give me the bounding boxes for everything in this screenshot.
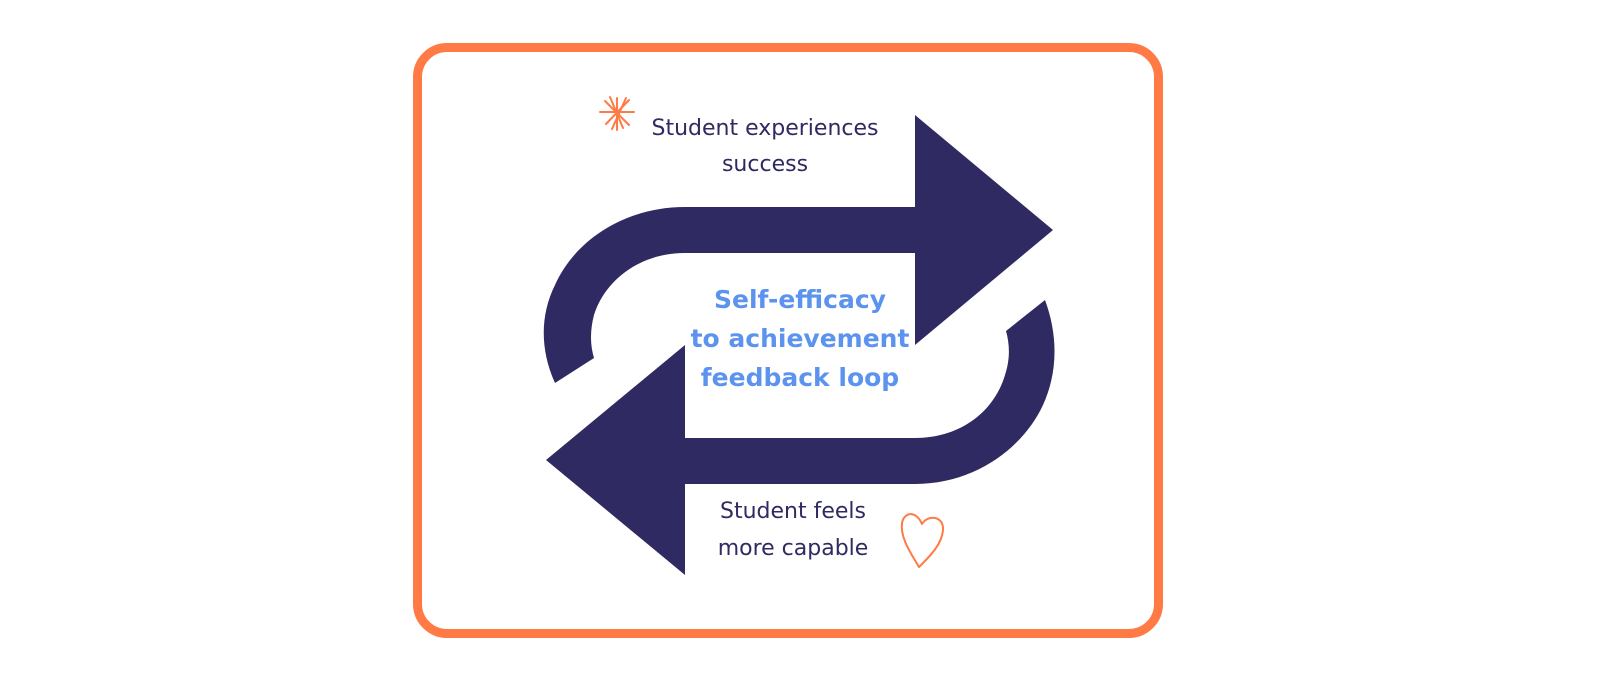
loop-title-line-3: feedback loop bbox=[700, 363, 900, 392]
top-label-line-1: Student experiences bbox=[651, 116, 879, 141]
sparkle-icon bbox=[599, 96, 635, 131]
bottom-label-line-1: Student feels bbox=[720, 499, 866, 524]
top-stage-label: Student experiences success bbox=[620, 111, 910, 183]
loop-title-line-1: Self-efficacy bbox=[714, 285, 886, 314]
loop-title: Self-efficacy to achievement feedback lo… bbox=[655, 280, 945, 397]
top-label-line-2: success bbox=[721, 152, 809, 177]
loop-title-line-2: to achievement bbox=[690, 324, 910, 353]
bottom-stage-label: Student feels more capable bbox=[668, 493, 918, 567]
right-arrow bbox=[543, 115, 1053, 383]
bottom-label-line-2: more capable bbox=[717, 536, 869, 561]
left-arrow bbox=[546, 300, 1055, 575]
heart-icon bbox=[900, 513, 945, 568]
